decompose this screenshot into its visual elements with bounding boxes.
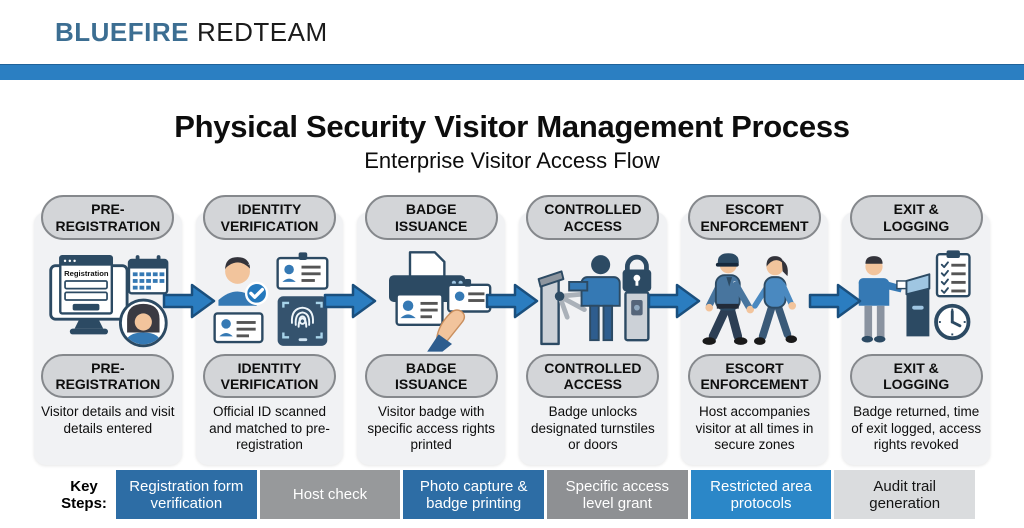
brand-logo: BLUEFIRE REDTEAM bbox=[55, 17, 328, 48]
step-label-line1: BADGE bbox=[405, 201, 457, 218]
flow-arrow-icon bbox=[647, 284, 700, 319]
page-subtitle: Enterprise Visitor Access Flow bbox=[364, 148, 660, 174]
key-steps-row: Key Steps: Registration form verificatio… bbox=[0, 470, 1024, 520]
step-label-line2: ACCESS bbox=[563, 217, 623, 234]
step-label-line1: IDENTITY bbox=[237, 201, 302, 218]
key-step-restricted-area-protocols: Restricted area protocols bbox=[690, 470, 832, 520]
step-label-pill-repeat: ESCORT ENFORCEMENT bbox=[688, 353, 821, 399]
brand-name-primary: BLUEFIRE bbox=[55, 16, 189, 47]
key-step-host-check: Host check bbox=[259, 470, 401, 520]
step-description: Badge unlocks designated turnstiles or d… bbox=[530, 404, 655, 453]
step-label-line2: LOGGING bbox=[883, 217, 950, 234]
step-card-identity-verification: IDENTITY VERIFICATION bbox=[195, 195, 344, 466]
step-label-line1: PRE- bbox=[91, 201, 125, 218]
step-label-pill: PRE- REGISTRATION bbox=[41, 195, 175, 240]
step-description: Official ID scanned and matched to pre-r… bbox=[209, 404, 330, 453]
step-card-badge-issuance: BADGE ISSUANCE bbox=[357, 195, 506, 466]
key-step-specific-access-level-grant: Specific access level grant bbox=[547, 470, 688, 520]
step-description: Visitor details and visit details entere… bbox=[41, 404, 175, 436]
step-card-controlled-access: CONTROLLED ACCESS bbox=[519, 195, 667, 466]
step-label-line2: ISSUANCE bbox=[395, 376, 468, 393]
brand-name-secondary: REDTEAM bbox=[197, 16, 328, 47]
key-step-photo-capture-badge-printing: Photo capture & badge printing bbox=[403, 470, 545, 520]
step-label-line2: LOGGING bbox=[883, 376, 950, 393]
step-label-line2: ENFORCEMENT bbox=[700, 376, 809, 393]
step-label-pill-repeat: BADGE ISSUANCE bbox=[364, 353, 498, 399]
step-label-line1: CONTROLLED bbox=[544, 201, 642, 218]
step-card-exit-logging: EXIT & LOGGING bbox=[842, 195, 991, 466]
step-card-escort-enforcement: ESCORT ENFORCEMENT bbox=[680, 195, 829, 466]
registration-computer-calendar-user-icon: Registration bbox=[49, 254, 169, 348]
step-label-pill-repeat: PRE- REGISTRATION bbox=[41, 353, 175, 399]
guard-escorting-visitor-icon bbox=[702, 253, 797, 345]
page-title: Physical Security Visitor Management Pro… bbox=[174, 109, 850, 144]
step-label-line2: REGISTRATION bbox=[55, 376, 161, 393]
step-label-line1: IDENTITY bbox=[237, 359, 302, 376]
flow-arrow-icon bbox=[162, 284, 215, 319]
step-label-line1: ESCORT bbox=[725, 201, 784, 218]
step-label-pill: BADGE ISSUANCE bbox=[364, 195, 498, 240]
step-label-pill: IDENTITY VERIFICATION bbox=[203, 195, 336, 240]
flow-arrow-icon bbox=[809, 284, 862, 319]
step-label-line1: EXIT & bbox=[893, 359, 939, 376]
step-label-pill: EXIT & LOGGING bbox=[849, 195, 983, 240]
brand-accent-bar bbox=[0, 64, 1024, 80]
step-label-line2: REGISTRATION bbox=[55, 217, 161, 234]
step-label-line2: ENFORCEMENT bbox=[700, 217, 809, 234]
step-label-line1: EXIT & bbox=[893, 201, 939, 218]
turnstile-person-lock-icon bbox=[537, 254, 652, 346]
step-label-line2: VERIFICATION bbox=[220, 217, 319, 234]
flow-arrow-icon bbox=[324, 284, 377, 319]
page-header: BLUEFIRE REDTEAM bbox=[0, 0, 1024, 64]
step-label-line1: ESCORT bbox=[725, 359, 784, 376]
step-label-line1: CONTROLLED bbox=[544, 359, 642, 376]
step-label-pill: CONTROLLED ACCESS bbox=[526, 195, 660, 240]
key-step-audit-trail-generation: Audit trail generation bbox=[834, 470, 976, 520]
step-label-line2: ISSUANCE bbox=[395, 217, 468, 234]
step-description: Host accompanies visitor at all times in… bbox=[695, 404, 814, 453]
step-label-pill-repeat: CONTROLLED ACCESS bbox=[526, 353, 660, 399]
key-steps-label: Key Steps: bbox=[61, 477, 107, 512]
step-card-pre-registration: PRE- REGISTRATION Registration bbox=[34, 195, 182, 466]
flow-arrow-icon bbox=[485, 284, 539, 319]
process-flow-diagram: PRE- REGISTRATION Registration bbox=[0, 195, 1024, 466]
step-label-line2: VERIFICATION bbox=[220, 376, 319, 393]
person-check-id-cards-fingerprint-scanner-icon bbox=[212, 252, 328, 346]
badge-printer-hand-holding-badge-icon bbox=[389, 250, 492, 352]
key-step-registration-form-verification: Registration form verification bbox=[116, 470, 257, 520]
step-label-line1: BADGE bbox=[405, 359, 457, 376]
step-description: Visitor badge with specific access right… bbox=[367, 404, 495, 453]
step-label-pill-repeat: IDENTITY VERIFICATION bbox=[203, 353, 336, 399]
step-label-pill: ESCORT ENFORCEMENT bbox=[688, 195, 821, 240]
step-label-line2: ACCESS bbox=[563, 376, 623, 393]
step-label-pill-repeat: EXIT & LOGGING bbox=[849, 353, 983, 399]
step-label-line1: PRE- bbox=[91, 359, 125, 376]
svg-text:Registration: Registration bbox=[64, 269, 109, 278]
kiosk-badge-return-checklist-clock-icon bbox=[858, 250, 971, 343]
step-description: Badge returned, time of exit logged, acc… bbox=[851, 404, 982, 453]
